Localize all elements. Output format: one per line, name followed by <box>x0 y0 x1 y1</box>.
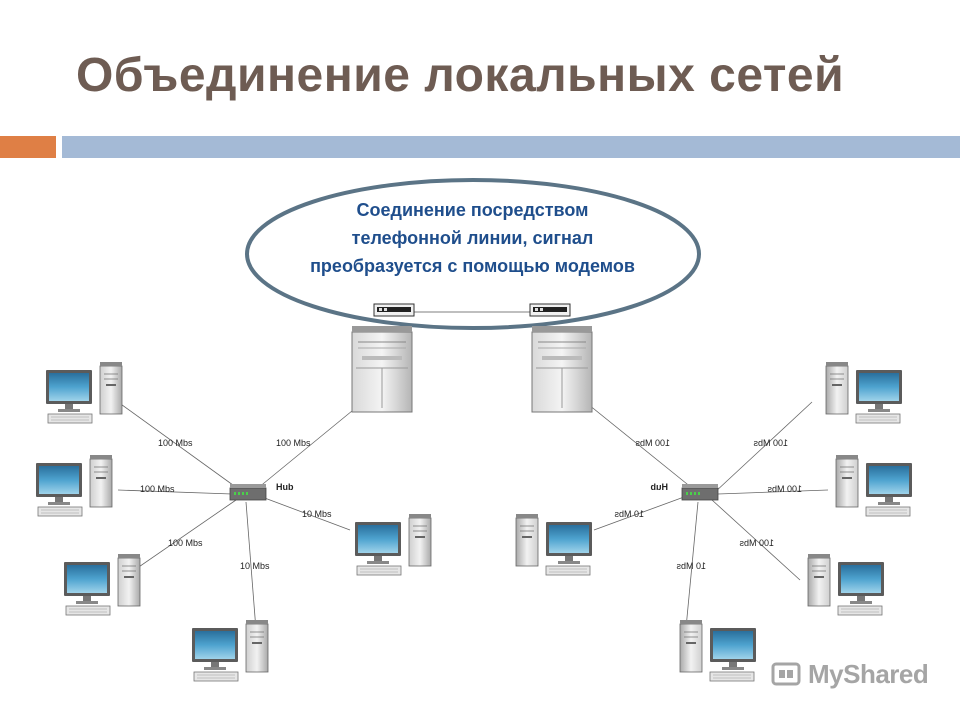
left-hub-label: Hub <box>276 482 294 492</box>
accent-bar-blue <box>62 136 960 158</box>
accent-bar-orange <box>0 136 56 158</box>
right-link-label-3: 100 Mbs <box>767 484 802 494</box>
right-link-label-5: 10 Mbs <box>614 509 644 519</box>
right-server <box>531 325 593 413</box>
left-link-label-6: 10 Mbs <box>240 561 270 571</box>
slide-title: Объединение локальных сетей <box>76 49 845 102</box>
right-workstation-2 <box>835 454 913 517</box>
right-modem-icon <box>529 303 571 317</box>
left-link-label-4: 100 Mbs <box>168 538 203 548</box>
left-link-label-3: 100 Mbs <box>140 484 175 494</box>
left-modem-icon <box>373 303 415 317</box>
right-link-label-2: 100 Mbs <box>635 438 670 448</box>
left-workstation-2 <box>35 454 113 517</box>
left-link-label-5: 10 Mbs <box>302 509 332 519</box>
left-workstation-1 <box>45 361 123 424</box>
left-workstation-4 <box>191 619 269 682</box>
left-workstation-3 <box>63 553 141 616</box>
left-server <box>351 325 413 413</box>
right-link-label-4: 100 Mbs <box>739 538 774 548</box>
right-link-label-1: 100 Mbs <box>753 438 788 448</box>
callout-text: Соединение посредством телефонной линии,… <box>310 200 635 276</box>
watermark: MyShared <box>770 654 929 694</box>
right-link-label-6: 10 Mbs <box>676 561 706 571</box>
left-hub-icon <box>229 483 267 501</box>
right-workstation-5 <box>515 513 593 576</box>
left-workstation-5 <box>354 513 432 576</box>
left-link-label-2: 100 Mbs <box>276 438 311 448</box>
right-workstation-4 <box>679 619 757 682</box>
myshared-logo-icon <box>771 662 801 686</box>
right-workstation-3 <box>807 553 885 616</box>
left-cables <box>117 387 381 631</box>
right-workstation-1 <box>825 361 903 424</box>
callout-ellipse <box>245 178 701 330</box>
left-link-label-1: 100 Mbs <box>158 438 193 448</box>
right-hub-label: Hub <box>650 482 668 492</box>
right-cables <box>567 387 829 629</box>
watermark-text: MyShared <box>808 658 929 689</box>
right-hub-icon <box>681 483 719 501</box>
